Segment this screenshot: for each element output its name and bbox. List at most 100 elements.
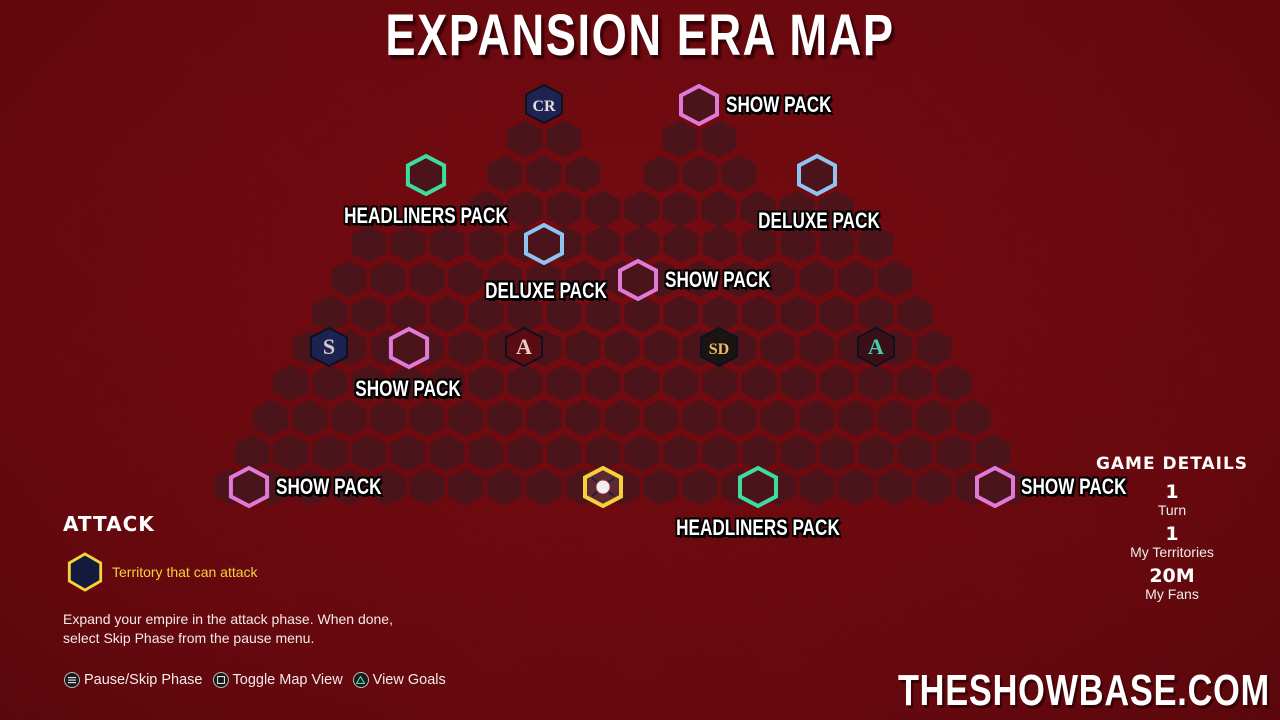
territory-hex[interactable] <box>780 225 816 263</box>
territory-hex[interactable] <box>799 399 835 437</box>
territory-hex[interactable] <box>819 225 855 263</box>
territory-hex[interactable] <box>897 434 933 472</box>
home-base-baseball-icon[interactable] <box>583 465 623 509</box>
territory-hex[interactable] <box>819 295 855 333</box>
headliners-pack-hex[interactable] <box>405 153 447 197</box>
territory-hex[interactable] <box>468 225 504 263</box>
show-pack-hex[interactable] <box>388 326 430 370</box>
deluxe-pack-hex[interactable] <box>797 153 837 197</box>
territory-hex[interactable] <box>741 364 777 402</box>
territory-hex[interactable] <box>799 260 835 298</box>
territory-hex[interactable] <box>760 260 796 298</box>
territory-hex[interactable] <box>916 468 952 506</box>
territory-hex[interactable] <box>779 190 815 228</box>
territory-hex[interactable] <box>565 399 601 437</box>
territory-hex[interactable] <box>331 260 367 298</box>
territory-hex[interactable] <box>292 468 328 506</box>
territory-hex[interactable] <box>702 364 738 402</box>
territory-hex[interactable] <box>292 399 328 437</box>
territory-hex[interactable] <box>818 190 854 228</box>
view-goals-control[interactable]: View Goals <box>352 672 446 688</box>
show-pack-hex[interactable] <box>975 465 1015 509</box>
territory-hex[interactable] <box>858 434 894 472</box>
show-pack-hex[interactable] <box>228 465 270 509</box>
territory-hex[interactable] <box>936 434 972 472</box>
territory-hex[interactable] <box>643 399 679 437</box>
rockies-team-icon[interactable]: CR <box>525 83 563 125</box>
territory-hex[interactable] <box>253 399 289 437</box>
territory-hex[interactable] <box>702 295 738 333</box>
territory-hex[interactable] <box>585 434 621 472</box>
territory-hex[interactable] <box>390 434 426 472</box>
territory-hex[interactable] <box>487 468 523 506</box>
territory-hex[interactable] <box>429 225 465 263</box>
territory-hex[interactable] <box>975 434 1011 472</box>
territory-hex[interactable] <box>819 364 855 402</box>
territory-hex[interactable] <box>702 225 738 263</box>
territory-hex[interactable] <box>429 295 465 333</box>
territory-hex[interactable] <box>351 364 387 402</box>
territory-hex[interactable] <box>331 399 367 437</box>
headliners-pack-hex[interactable] <box>738 465 778 509</box>
territory-hex[interactable] <box>546 120 582 158</box>
territory-hex[interactable] <box>682 399 718 437</box>
territory-hex[interactable] <box>585 364 621 402</box>
territory-hex[interactable] <box>799 468 835 506</box>
territory-hex[interactable] <box>662 190 698 228</box>
territory-hex[interactable] <box>604 399 640 437</box>
territory-hex[interactable] <box>780 364 816 402</box>
territory-hex[interactable] <box>585 190 621 228</box>
territory-hex[interactable] <box>740 190 776 228</box>
territory-hex[interactable] <box>546 295 582 333</box>
territory-hex[interactable] <box>390 295 426 333</box>
territory-hex[interactable] <box>663 434 699 472</box>
territory-hex[interactable] <box>448 260 484 298</box>
territory-hex[interactable] <box>624 295 660 333</box>
territory-hex[interactable] <box>448 468 484 506</box>
territory-hex[interactable] <box>273 364 309 402</box>
territory-hex[interactable] <box>468 434 504 472</box>
angels-team-icon[interactable]: A <box>504 326 543 368</box>
territory-hex[interactable] <box>858 225 894 263</box>
territory-hex[interactable] <box>526 155 562 193</box>
territory-hex[interactable] <box>507 364 543 402</box>
territory-hex[interactable] <box>682 468 718 506</box>
territory-hex[interactable] <box>370 399 406 437</box>
territory-hex[interactable] <box>721 399 757 437</box>
territory-hex[interactable] <box>721 155 757 193</box>
territory-hex[interactable] <box>897 295 933 333</box>
territory-hex[interactable] <box>936 364 972 402</box>
territory-hex[interactable] <box>429 364 465 402</box>
territory-hex[interactable] <box>663 364 699 402</box>
territory-hex[interactable] <box>702 434 738 472</box>
territory-hex[interactable] <box>955 399 991 437</box>
territory-hex[interactable] <box>429 434 465 472</box>
territory-hex[interactable] <box>565 329 601 367</box>
territory-hex[interactable] <box>604 329 640 367</box>
territory-hex[interactable] <box>585 225 621 263</box>
territory-hex[interactable] <box>312 364 348 402</box>
territory-hex[interactable] <box>838 399 874 437</box>
territory-hex[interactable] <box>760 399 796 437</box>
territory-hex[interactable] <box>448 399 484 437</box>
territory-hex[interactable] <box>741 295 777 333</box>
territory-hex[interactable] <box>858 364 894 402</box>
show-pack-hex[interactable] <box>618 258 658 302</box>
territory-hex[interactable] <box>916 329 952 367</box>
territory-hex[interactable] <box>468 364 504 402</box>
territory-hex[interactable] <box>662 120 698 158</box>
territory-hex[interactable] <box>409 468 445 506</box>
territory-hex[interactable] <box>234 434 270 472</box>
territory-hex[interactable] <box>741 434 777 472</box>
territory-hex[interactable] <box>448 329 484 367</box>
territory-hex[interactable] <box>468 190 504 228</box>
territory-hex[interactable] <box>312 434 348 472</box>
territory-hex[interactable] <box>507 120 543 158</box>
territory-hex[interactable] <box>780 434 816 472</box>
territory-hex[interactable] <box>585 295 621 333</box>
territory-hex[interactable] <box>526 260 562 298</box>
territory-hex[interactable] <box>858 295 894 333</box>
territory-hex[interactable] <box>701 120 737 158</box>
territory-hex[interactable] <box>838 260 874 298</box>
